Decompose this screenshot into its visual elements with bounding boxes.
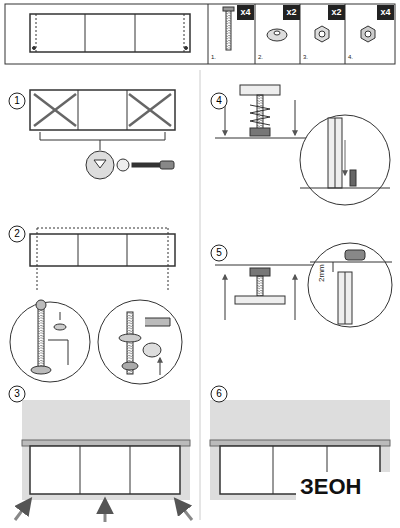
- quantity-text: x2: [331, 8, 341, 17]
- step-text: 4: [216, 96, 222, 106]
- quantity-badge: x4: [237, 5, 254, 20]
- quantity-badge: x2: [328, 5, 345, 20]
- step-text: 2: [14, 229, 20, 239]
- step-number: 5: [210, 244, 228, 262]
- step-number: 6: [210, 385, 228, 403]
- step-text: 3: [14, 389, 20, 399]
- quantity-text: x2: [286, 8, 296, 17]
- step-number: 3: [8, 385, 26, 403]
- dimension: 2mm: [318, 264, 326, 282]
- quantity-badge: x2: [283, 5, 300, 20]
- watermark: ЗЕОН: [300, 476, 361, 498]
- step-number: 4: [210, 92, 228, 110]
- part-number: 2.: [258, 54, 263, 60]
- step-text: 5: [216, 248, 222, 258]
- part-number: 1.: [211, 54, 216, 60]
- quantity-badge: x4: [377, 5, 394, 20]
- quantity-text: x4: [380, 8, 390, 17]
- step-number: 1: [8, 92, 26, 110]
- step-text: 1: [14, 96, 20, 106]
- quantity-text: x4: [240, 8, 250, 17]
- step-text: 6: [216, 389, 222, 399]
- step-number: 2: [8, 225, 26, 243]
- part-number: 3.: [303, 54, 308, 60]
- part-number: 4.: [348, 54, 353, 60]
